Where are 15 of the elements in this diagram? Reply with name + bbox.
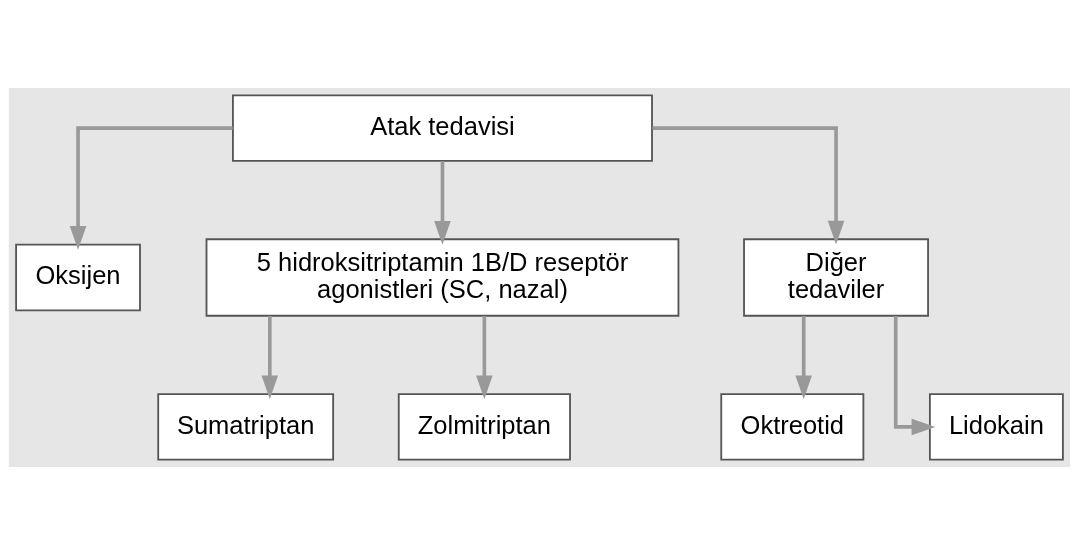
- node-box: Diğer tedaviler: [743, 238, 929, 317]
- node-box: Zolmitriptan: [397, 393, 571, 461]
- node-box: Lidokain: [929, 393, 1064, 461]
- node-box: 5 hidroksitriptamin 1B/D reseptör agonistleri (SC, nazal): [205, 238, 680, 317]
- node-box: Oksijen: [15, 243, 141, 312]
- arrow: [434, 161, 451, 245]
- arrow: [476, 316, 493, 400]
- node-box: Atak tedavisi: [232, 94, 653, 162]
- arrow: [652, 126, 845, 245]
- node-box: Sumatriptan: [157, 393, 335, 461]
- node-box: Oktreotid: [720, 393, 865, 461]
- arrow: [261, 316, 279, 400]
- arrow: [69, 126, 233, 250]
- arrow: [795, 316, 812, 400]
- arrow: [893, 316, 936, 436]
